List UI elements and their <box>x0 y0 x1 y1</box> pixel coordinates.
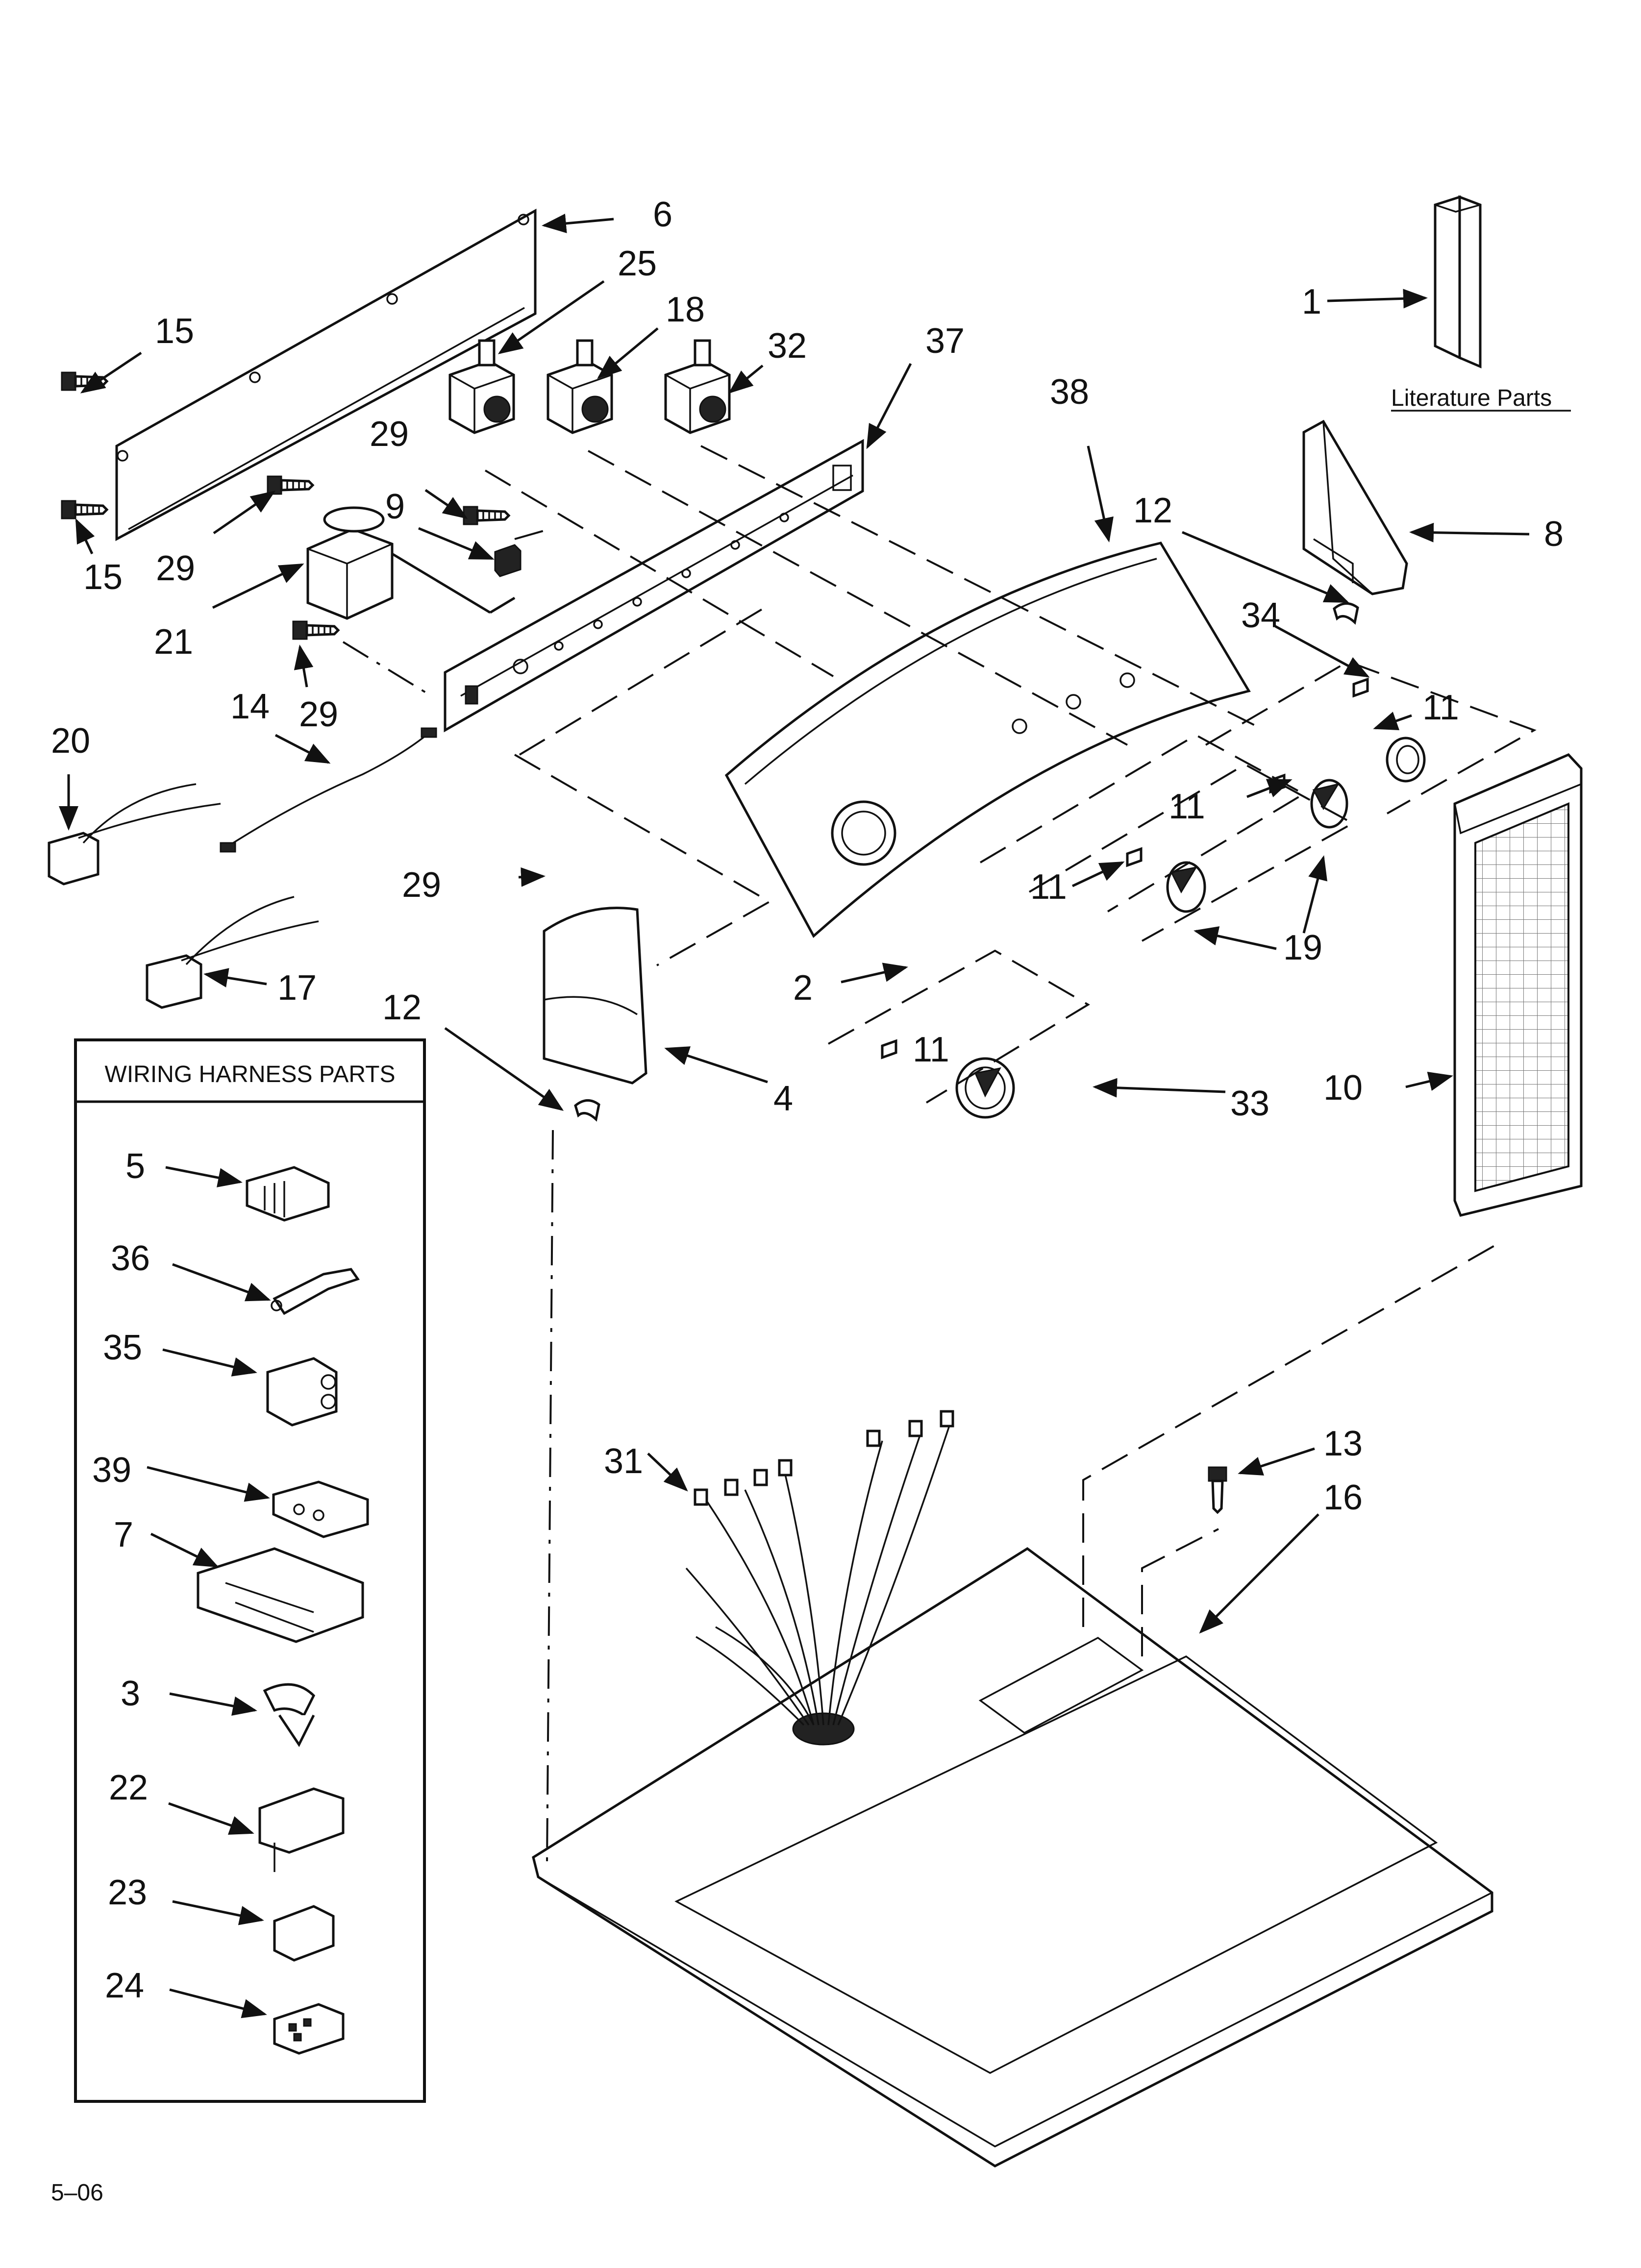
callout-6: 6 <box>653 195 672 234</box>
callout-29-b: 29 <box>156 549 195 588</box>
callout-15-bottom: 15 <box>83 558 123 597</box>
harness-callout-7: 7 <box>114 1515 133 1554</box>
callout-12-left: 12 <box>382 988 422 1027</box>
connector-9 <box>494 544 522 577</box>
rotary-switches <box>448 339 731 434</box>
timer <box>306 506 394 620</box>
end-cap <box>1302 419 1408 595</box>
callout-10: 10 <box>1323 1068 1363 1108</box>
wire-bundle <box>685 1410 954 1726</box>
console-panel <box>724 542 1251 938</box>
callout-16: 16 <box>1323 1478 1363 1517</box>
harness-callout-39: 39 <box>92 1451 131 1490</box>
callout-4: 4 <box>773 1079 793 1118</box>
callout-14: 14 <box>230 687 270 726</box>
assembly-lines <box>342 445 1537 1863</box>
callout-19: 19 <box>1283 928 1322 967</box>
console-bracket <box>444 439 864 733</box>
literature-parts-label: Literature Parts <box>1391 385 1552 411</box>
back-panel <box>115 208 537 542</box>
harness-callout-35: 35 <box>103 1328 142 1367</box>
callout-34: 34 <box>1241 596 1280 635</box>
callout-17: 17 <box>277 968 317 1008</box>
callout-21: 21 <box>154 622 193 662</box>
callout-38: 38 <box>1050 372 1089 412</box>
callout-37: 37 <box>925 321 965 361</box>
callout-33: 33 <box>1230 1084 1269 1123</box>
harness-callout-5: 5 <box>125 1147 145 1186</box>
wire-harnesses <box>48 727 437 1009</box>
callout-11-a: 11 <box>1422 688 1459 727</box>
callout-11-b: 11 <box>1169 787 1205 826</box>
callout-25: 25 <box>618 244 657 283</box>
callout-arrows <box>59 213 1530 1634</box>
harness-callout-3: 3 <box>121 1674 140 1713</box>
callout-29-d: 29 <box>402 865 441 905</box>
lint-screen <box>1453 753 1583 1217</box>
callout-11-c: 11 <box>1030 867 1067 907</box>
wiring-harness-box: WIRING HARNESS PARTS 5 3 <box>74 1038 426 2103</box>
callout-32: 32 <box>768 326 807 366</box>
clips <box>574 602 1369 1122</box>
wiring-box-title: WIRING HARNESS PARTS <box>105 1061 396 1087</box>
knobs <box>955 737 1426 1119</box>
dryer-top <box>532 1547 1493 2168</box>
callout-1: 1 <box>1302 282 1321 321</box>
footer-code: 5–06 <box>51 2180 103 2206</box>
harness-callout-23: 23 <box>108 1873 147 1912</box>
literature-part: Literature Parts <box>1391 195 1571 412</box>
callout-2: 2 <box>793 968 813 1008</box>
callout-12-top: 12 <box>1133 491 1172 530</box>
cover-4 <box>543 907 647 1085</box>
callout-15-top: 15 <box>155 312 194 351</box>
callout-11-d: 11 <box>913 1030 949 1069</box>
callout-13: 13 <box>1323 1424 1363 1463</box>
callout-18: 18 <box>666 290 705 329</box>
harness-callout-24: 24 <box>105 1966 144 2005</box>
callout-31: 31 <box>604 1442 643 1481</box>
callout-9: 9 <box>385 487 405 526</box>
harness-callout-22: 22 <box>109 1768 148 1807</box>
callout-labels: 1 6 25 18 32 37 38 15 15 29 29 29 29 9 2… <box>51 195 1564 1517</box>
screw-13 <box>1208 1466 1227 1514</box>
callout-8: 8 <box>1544 515 1564 554</box>
callout-29-c: 29 <box>299 695 338 734</box>
harness-callout-36: 36 <box>111 1239 150 1278</box>
callout-20: 20 <box>51 721 90 761</box>
callout-29-a: 29 <box>370 415 409 454</box>
